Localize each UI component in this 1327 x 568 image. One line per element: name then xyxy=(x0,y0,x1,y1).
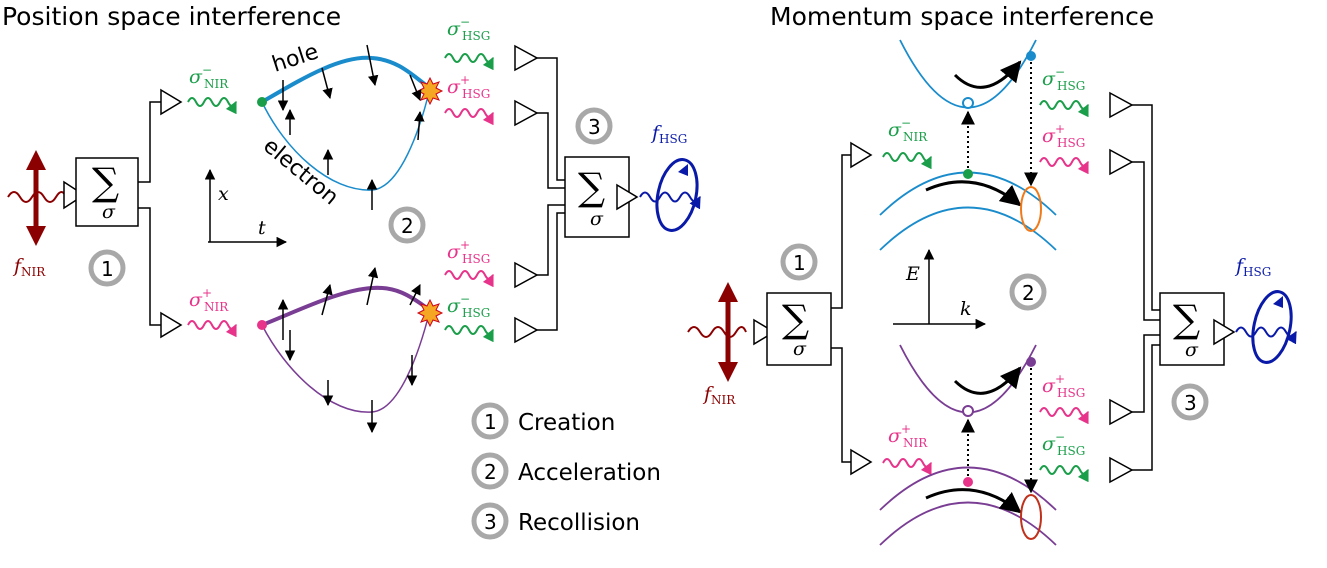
left-panel: fNIR ∑ σ 1 σ−NIR σ+NIR xyxy=(7,15,701,540)
legend-item-recollision: 3 Recollision xyxy=(471,502,640,540)
sigma-hsg-plus-label-right-lower: σ+HSG xyxy=(1042,372,1085,400)
electron-trajectory-lower xyxy=(261,309,431,413)
upper-branch-triangle xyxy=(160,88,183,116)
sum-box-3 xyxy=(766,292,832,366)
valence-band-upper-2 xyxy=(879,206,1057,251)
x-axis-label: x xyxy=(218,183,229,205)
electron-label: electron xyxy=(258,133,343,210)
step-badge-2-left: 2 xyxy=(388,206,426,244)
svg-text:∑: ∑ xyxy=(782,297,809,341)
f-hsg-label-left: fHSG xyxy=(650,122,687,146)
f-nir-label-right: fNIR xyxy=(702,383,736,407)
svg-text:2: 2 xyxy=(401,214,414,238)
svg-text:3: 3 xyxy=(588,115,601,139)
f-hsg-label-right: fHSG xyxy=(1234,255,1271,279)
svg-text:1: 1 xyxy=(101,257,114,281)
svg-text:2: 2 xyxy=(1022,281,1035,305)
sigma-nir-plus-label: σ+NIR xyxy=(189,286,229,314)
svg-text:fNIR: fNIR xyxy=(12,255,46,279)
right-panel: fNIR ∑ σ 1 σ−NIR σ+NIR xyxy=(687,39,1297,546)
legend-item-acceleration: 2 Acceleration xyxy=(471,452,661,490)
sigma-nir-minus-label-right: σ−NIR xyxy=(888,116,928,144)
sigma-hsg-minus-label-lower: σ−HSG xyxy=(447,292,490,320)
svg-text:3: 3 xyxy=(1184,391,1197,415)
step-badge-1: 1 xyxy=(88,249,126,287)
svg-text:3: 3 xyxy=(484,510,497,534)
creation-point-lower xyxy=(257,320,267,330)
k-axis-label: k xyxy=(960,298,972,320)
legend-item-creation: 1 Creation xyxy=(471,402,615,440)
sum-variable: σ xyxy=(102,201,116,223)
sigma-nir-minus-wave xyxy=(187,97,237,115)
svg-text:Creation: Creation xyxy=(518,410,615,436)
sigma-nir-minus-label: σ−NIR xyxy=(189,63,229,91)
sigma-hsg-plus-label-upper: σ+HSG xyxy=(447,73,490,101)
circular-polarization-right xyxy=(1251,290,1293,364)
hsg-output-wave-left xyxy=(639,191,701,210)
E-axis-label: E xyxy=(905,263,920,285)
svg-text:σ: σ xyxy=(590,208,604,230)
sigma-nir-plus-label-right: σ+NIR xyxy=(888,422,928,450)
sigma-hsg-minus-label-right-lower: σ−HSG xyxy=(1042,430,1085,458)
svg-text:1: 1 xyxy=(793,251,806,275)
f-nir-label: fNIR xyxy=(12,255,46,279)
svg-text:Acceleration: Acceleration xyxy=(518,460,661,486)
svg-text:∑: ∑ xyxy=(578,165,605,209)
lower-branch-triangle xyxy=(160,311,183,339)
right-panel-title: Momentum space interference xyxy=(770,2,1154,31)
input-amplifier-triangle xyxy=(63,180,86,210)
hole-trajectory-upper xyxy=(260,55,432,104)
sigma-nir-plus-wave xyxy=(187,320,237,338)
circular-polarization-left xyxy=(655,158,699,232)
sum-box-1 xyxy=(75,157,139,227)
svg-text:2: 2 xyxy=(484,460,497,484)
hsg-output-wave-right xyxy=(1235,326,1297,345)
step-badge-3-right: 3 xyxy=(1171,383,1209,421)
hole-trajectory-lower xyxy=(261,285,432,327)
t-axis-label: t xyxy=(258,217,266,239)
legend: 1 Creation 2 Acceleration 3 Recollision xyxy=(471,402,661,540)
left-panel-title: Position space interference xyxy=(2,2,341,31)
sigma-hsg-minus-label-upper: σ−HSG xyxy=(447,15,490,43)
recollision-burst-lower xyxy=(416,298,444,328)
svg-text:Recollision: Recollision xyxy=(518,510,640,536)
sigma-hsg-plus-label-right-upper: σ+HSG xyxy=(1042,122,1085,150)
step-badge-1-right: 1 xyxy=(780,243,818,281)
valence-band-lower-2 xyxy=(879,501,1057,546)
recollision-burst-upper xyxy=(416,76,444,106)
step-badge-2-right: 2 xyxy=(1009,273,1047,311)
svg-text:σ: σ xyxy=(1185,339,1199,361)
svg-text:σ: σ xyxy=(793,338,807,360)
svg-text:1: 1 xyxy=(484,410,497,434)
sum-symbol: ∑ xyxy=(92,160,119,204)
conduction-band-lower xyxy=(899,344,1037,414)
step-badge-3-left: 3 xyxy=(575,107,613,145)
creation-point-upper xyxy=(257,97,267,107)
sigma-hsg-minus-label-right-upper: σ−HSG xyxy=(1042,65,1085,93)
sigma-hsg-plus-label-lower: σ+HSG xyxy=(447,238,490,266)
svg-text:∑: ∑ xyxy=(1173,297,1200,341)
